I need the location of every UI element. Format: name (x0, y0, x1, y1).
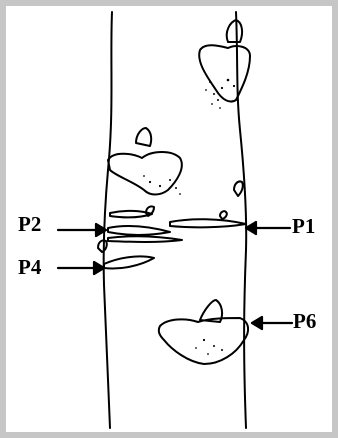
mark-cut-mid (108, 236, 182, 242)
scar-dots-bottom (195, 339, 223, 355)
arrow-p4 (58, 262, 104, 274)
scar-dots-middle (143, 175, 181, 195)
label-p2: P2 (18, 214, 41, 235)
bud-right-small (234, 181, 243, 196)
arrow-p1 (246, 222, 290, 234)
bud-p4 (98, 240, 107, 252)
leaf-scar-middle (108, 152, 182, 195)
bud-p1 (220, 211, 227, 219)
mark-p1 (170, 219, 246, 227)
bud-top (227, 20, 242, 42)
label-p6: P6 (293, 311, 316, 332)
leaf-scar-top (199, 45, 250, 101)
leaf-scar-bottom (159, 318, 248, 364)
bud-middle (136, 128, 151, 146)
arrow-p6 (252, 317, 292, 329)
mark-p4 (104, 256, 154, 268)
stem-left-edge (104, 12, 112, 428)
scar-dots-top (205, 79, 235, 109)
arrow-p2 (58, 224, 106, 236)
label-p1: P1 (292, 216, 315, 237)
stem-right-edge (236, 12, 246, 428)
label-p4: P4 (18, 257, 41, 278)
mark-p2-lower (108, 226, 170, 235)
